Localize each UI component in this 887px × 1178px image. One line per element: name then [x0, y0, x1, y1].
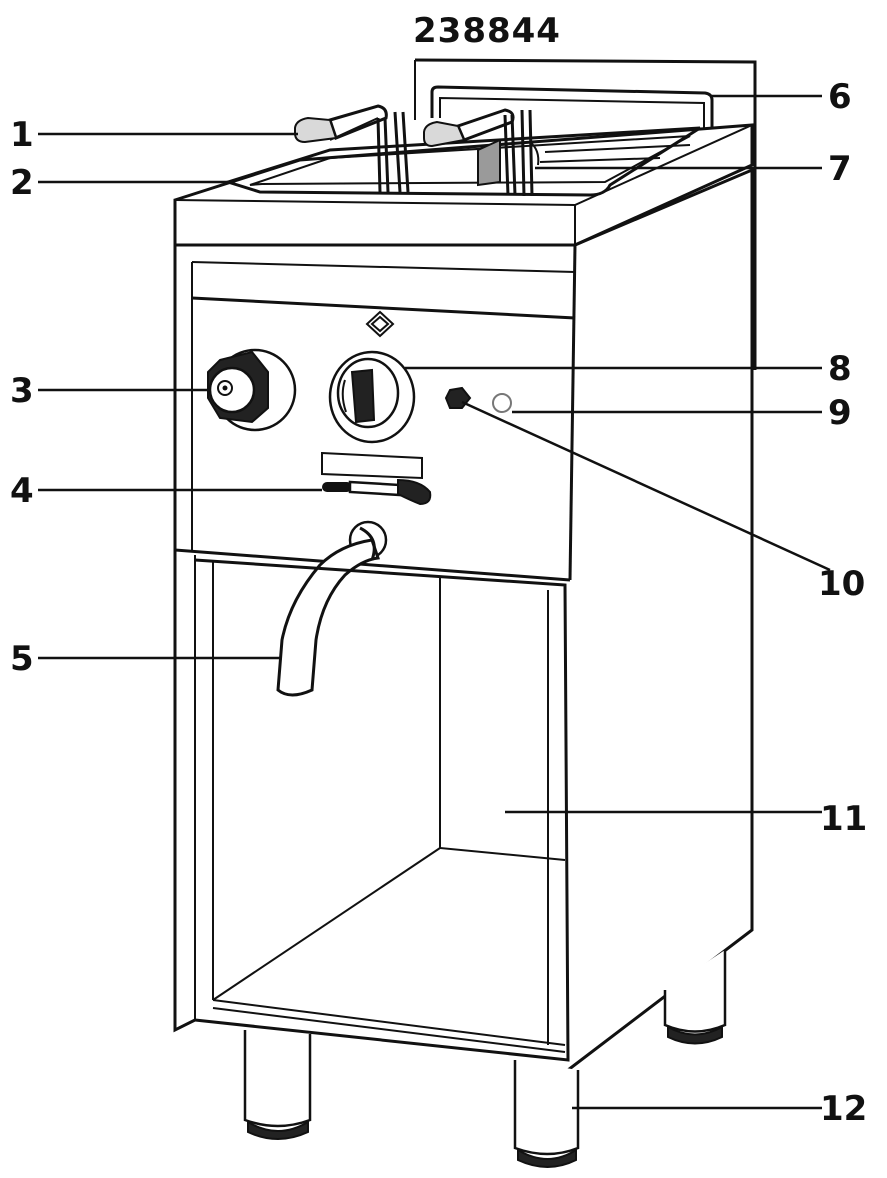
callout-label-5: 5 [10, 639, 34, 679]
callout-label-9: 9 [828, 393, 852, 433]
brand-logo-icon [365, 310, 395, 338]
legs [243, 950, 727, 1168]
basket-left [294, 104, 410, 193]
backsplash [414, 58, 757, 370]
thermostat-knob[interactable] [328, 350, 416, 444]
callout-label-8: 8 [828, 349, 852, 389]
basket-right [423, 108, 540, 197]
callout-label-3: 3 [10, 371, 34, 411]
callout-label-2: 2 [10, 163, 34, 203]
callout-label-11: 11 [820, 799, 867, 839]
power-knob[interactable] [207, 348, 297, 432]
callout-leaders [38, 94, 831, 1110]
pilot-light-icon [492, 393, 512, 413]
callout-label-12: 12 [820, 1089, 867, 1129]
leader-10 [461, 400, 831, 572]
basket-frame [430, 85, 714, 128]
callout-labels: 1 2 3 4 5 6 7 8 9 10 11 12 [10, 77, 867, 1129]
fryer-top [173, 123, 754, 247]
callout-label-6: 6 [828, 77, 852, 117]
callout-label-7: 7 [828, 149, 852, 189]
drain-valve[interactable] [321, 451, 432, 506]
callout-label-1: 1 [10, 115, 34, 155]
model-number: 238844 [413, 11, 561, 51]
callout-label-4: 4 [10, 471, 34, 511]
callout-label-10: 10 [818, 564, 865, 604]
cabinet [173, 167, 754, 1072]
drain-hose [276, 520, 388, 697]
